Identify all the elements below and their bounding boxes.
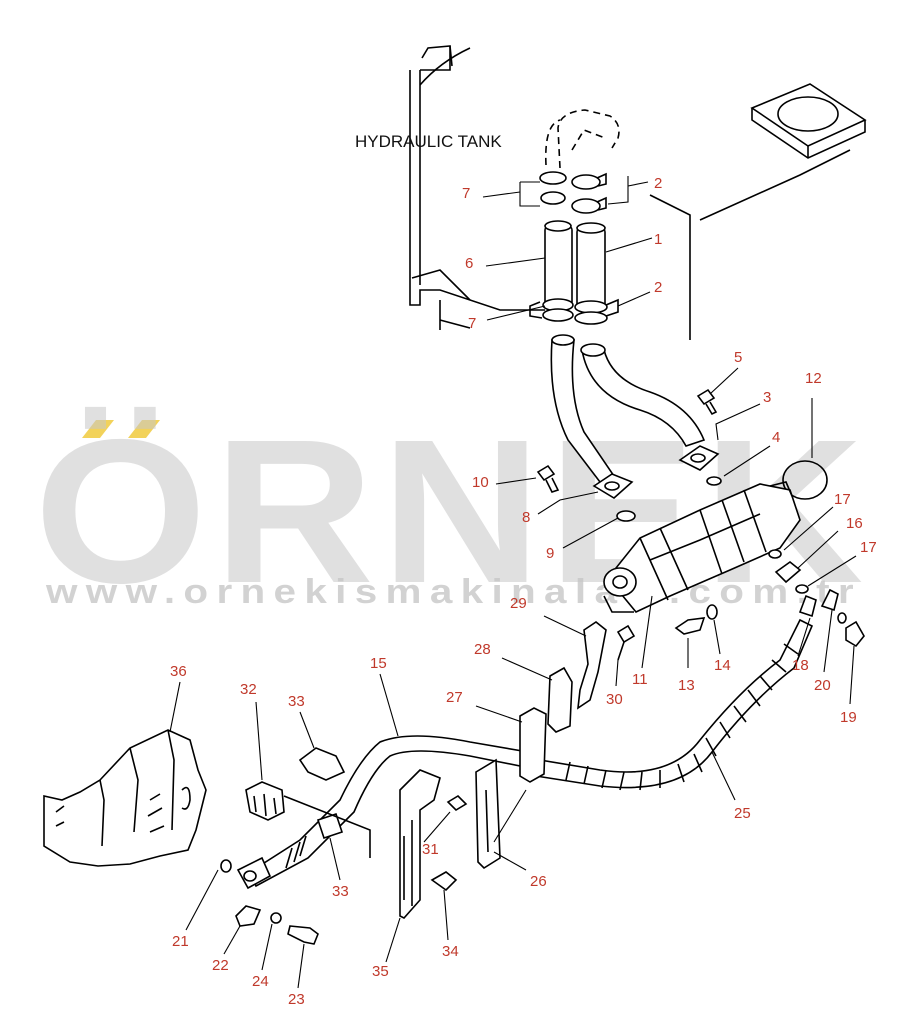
pipe-clamps: [245, 747, 371, 858]
callout-2-upper: 2: [654, 175, 662, 192]
callout-31: 31: [422, 841, 439, 858]
callout-16: 16: [846, 515, 863, 532]
bolt-13: [674, 617, 706, 635]
callout-20: 20: [814, 677, 831, 694]
brackets-lower: [399, 758, 501, 919]
callout-4: 4: [772, 429, 780, 446]
callout-27: 27: [446, 689, 463, 706]
elbow-20: [820, 588, 839, 612]
callout-7-upper: 7: [462, 185, 470, 202]
callout-8: 8: [522, 509, 530, 526]
callout-3: 3: [763, 389, 771, 406]
callout-33-upper: 33: [288, 693, 305, 710]
callout-35: 35: [372, 963, 389, 980]
control-valve: [43, 729, 207, 867]
callout-24: 24: [252, 973, 269, 990]
callout-23: 23: [288, 991, 305, 1008]
upper-hose-clamps: [539, 171, 607, 214]
seal-9: [616, 510, 636, 522]
suction-hoses: [529, 220, 619, 325]
bolt-23: [287, 925, 319, 945]
callout-14: 14: [714, 657, 731, 674]
callout-30: 30: [606, 691, 623, 708]
callout-6: 6: [465, 255, 473, 272]
callout-25: 25: [734, 805, 751, 822]
callout-9: 9: [546, 545, 554, 562]
bolt-19: [845, 620, 865, 648]
callout-7-lower: 7: [468, 315, 476, 332]
callout-36: 36: [170, 663, 187, 680]
callout-32: 32: [240, 681, 257, 698]
seal-4: [706, 476, 722, 486]
washer-14: [706, 604, 718, 620]
elbow-18: [798, 594, 817, 618]
callout-5: 5: [734, 349, 742, 366]
callouts: 7 2 6 1 7 2 5 3 12 4 10 8 9 17 16 17 29 …: [170, 175, 877, 1008]
callout-13: 13: [678, 677, 695, 694]
o-ring-21: [220, 859, 232, 873]
washer-24: [270, 912, 282, 924]
callout-12: 12: [805, 370, 822, 387]
callout-28: 28: [474, 641, 491, 658]
brackets-upper: [519, 621, 636, 783]
flange-22: [235, 905, 262, 927]
callout-22: 22: [212, 957, 229, 974]
tank-label: HYDRAULIC TANK: [355, 132, 502, 151]
o-ring-12: [782, 460, 828, 500]
washer-19: [837, 612, 847, 624]
callout-19: 19: [840, 709, 857, 726]
callout-15: 15: [370, 655, 387, 672]
callout-26: 26: [530, 873, 547, 890]
seal-17-upper: [768, 549, 782, 559]
callout-29: 29: [510, 595, 527, 612]
leader-lines: [169, 176, 857, 989]
callout-33-lower: 33: [332, 883, 349, 900]
callout-1: 1: [654, 231, 662, 248]
callout-21: 21: [172, 933, 189, 950]
hydraulic-tank: HYDRAULIC TANK: [355, 45, 867, 340]
callout-17-lower: 17: [860, 539, 877, 556]
callout-10: 10: [472, 474, 489, 491]
flange-16: [774, 560, 802, 584]
seal-17-lower: [795, 584, 809, 594]
hydraulic-pump: [603, 481, 801, 613]
callout-17-upper: 17: [834, 491, 851, 508]
tank-outlet-dashed: [544, 109, 620, 169]
callout-2-lower: 2: [654, 279, 662, 296]
watermark-accent-left: [82, 420, 114, 438]
callout-11: 11: [632, 671, 648, 688]
watermark-accent-right: [128, 420, 160, 438]
callout-18: 18: [792, 657, 809, 674]
callout-34: 34: [442, 943, 459, 960]
watermark-url: www.ornekismakinalari.com.tr: [45, 573, 862, 611]
pressure-hose: [535, 618, 814, 791]
